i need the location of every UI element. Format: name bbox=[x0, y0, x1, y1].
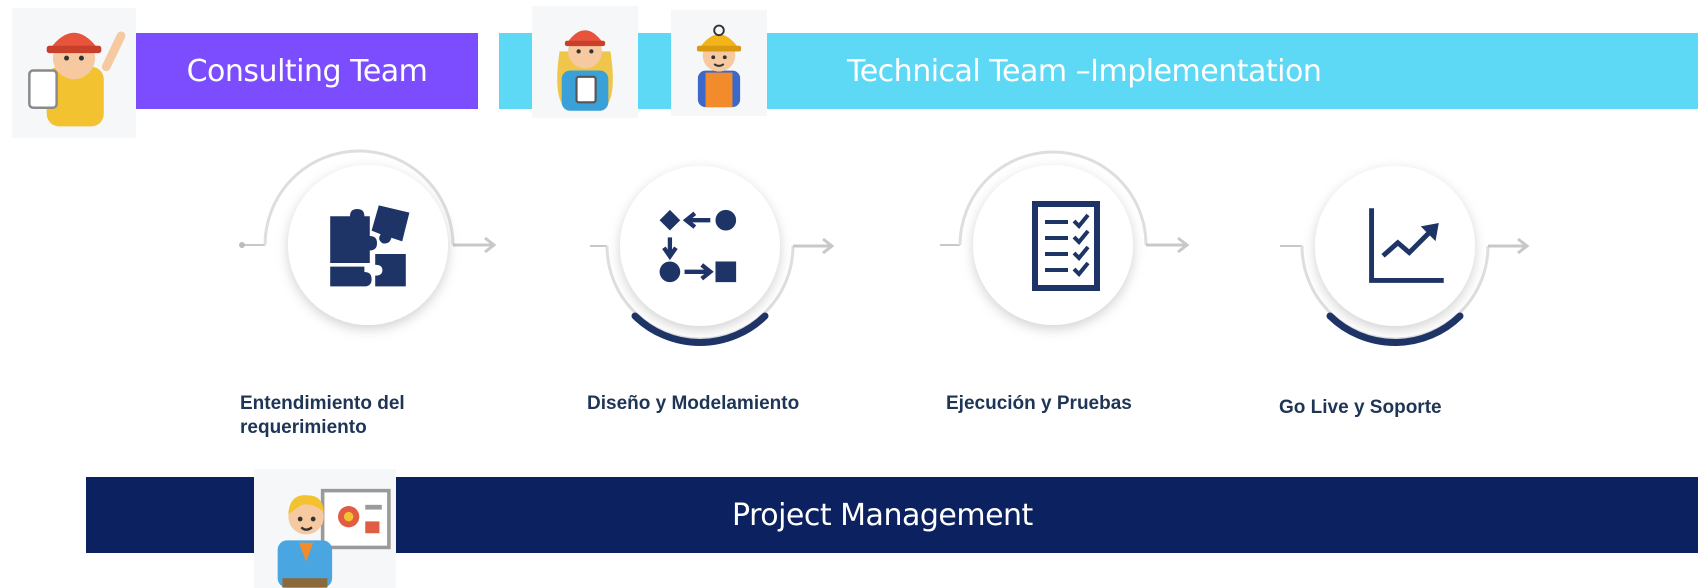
checklist-icon bbox=[1032, 201, 1100, 291]
step-label-understanding: Entendimiento del requerimiento bbox=[240, 393, 405, 438]
technician-woman-avatar-icon bbox=[532, 6, 638, 118]
step-label-execution: Ejecución y Pruebas bbox=[946, 393, 1132, 414]
step-label-design: Diseño y Modelamiento bbox=[587, 393, 800, 414]
technical-team-label: Technical Team –Implementation bbox=[847, 53, 1322, 89]
project-management-label: Project Management bbox=[732, 497, 1033, 533]
manager-presenting-avatar-icon bbox=[254, 469, 396, 588]
consultant-avatar-icon bbox=[12, 8, 136, 138]
technician-man-avatar-icon bbox=[671, 10, 767, 116]
process-flow-icon bbox=[659, 209, 737, 283]
consulting-team-label: Consulting Team bbox=[186, 53, 428, 89]
step-label-go-live: Go Live y Soporte bbox=[1279, 397, 1442, 418]
stage-execution bbox=[935, 130, 1235, 370]
puzzle-icon bbox=[330, 205, 410, 287]
stage-understanding bbox=[230, 130, 530, 370]
growth-chart-icon bbox=[1369, 208, 1444, 283]
stage-design bbox=[585, 130, 885, 370]
stage-go-live bbox=[1280, 130, 1580, 370]
consulting-team-bar: Consulting Team bbox=[136, 33, 478, 109]
